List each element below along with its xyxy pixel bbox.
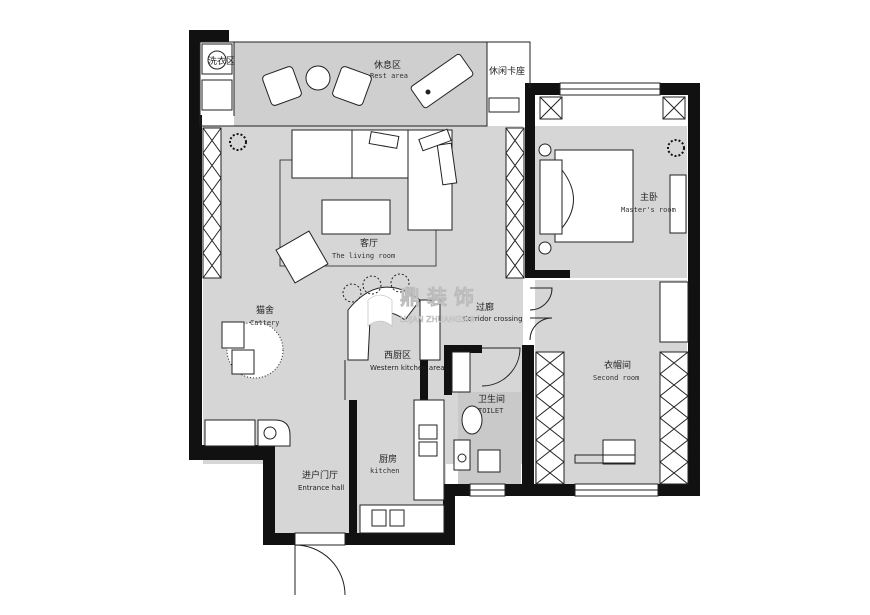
- second-room-label-en: Second room: [593, 374, 639, 382]
- living-room-label-en: The living room: [332, 252, 395, 260]
- kitchen-label-cn: 厨房: [379, 453, 397, 465]
- western-kitchen-label-en: Western kitchen area: [370, 364, 445, 372]
- kitchen-counter: [359, 399, 445, 534]
- rest-area-label-en: Rest area: [370, 72, 408, 80]
- windows: [294, 82, 686, 546]
- rest-area-furniture: [262, 53, 474, 109]
- laundry-label-cn: 洗衣区: [208, 55, 235, 67]
- living-room-furniture: [275, 128, 458, 284]
- kitchen-label-en: kitchen: [370, 467, 400, 475]
- room-labels: 洗衣区 休息区 Rest area 休闲卡座 客厅 The living roo…: [208, 55, 676, 492]
- leisure-seat-label-cn: 休闲卡座: [489, 65, 525, 77]
- master-bed: [538, 143, 687, 255]
- watermark-cn: 鼎 装 饰: [400, 285, 474, 309]
- cattery-label-en: Cattery: [250, 319, 280, 327]
- toilet-label-cn: 卫生间: [478, 393, 505, 405]
- entrance-label-cn: 进户门厅: [302, 469, 338, 481]
- living-room-label-cn: 客厅: [360, 237, 378, 249]
- living-left-cabinet: [202, 127, 222, 279]
- western-kitchen-label-cn: 西厨区: [384, 350, 411, 361]
- toilet-fixtures: [451, 351, 501, 473]
- cattery-furniture: [204, 321, 291, 447]
- master-room-label-en: Master's room: [621, 206, 676, 214]
- second-room-label-cn: 衣帽间: [604, 359, 631, 371]
- balcony-rails: [199, 41, 531, 127]
- watermark-en: LUJAN ZHUANGSHI: [400, 315, 475, 324]
- toilet-label-en: TOILET: [478, 407, 504, 415]
- walls: [189, 30, 700, 545]
- laundry-area: [201, 43, 233, 111]
- corridor-label-en: Corridor crossing: [463, 315, 523, 323]
- corridor-label-cn: 过廊: [476, 301, 494, 313]
- corridor-cabinet: [505, 127, 525, 279]
- watermark: 鼎 装 饰 LUJAN ZHUANGSHI: [367, 285, 475, 327]
- rest-area-label-cn: 休息区: [374, 59, 401, 71]
- doors: [294, 287, 553, 596]
- watermark-logo: [367, 294, 393, 327]
- wardrobe: [535, 281, 689, 485]
- master-room-label-cn: 主卧: [640, 191, 658, 203]
- entrance-label-en: Entrance hall: [298, 484, 344, 492]
- cattery-label-cn: 猫舍: [256, 304, 274, 316]
